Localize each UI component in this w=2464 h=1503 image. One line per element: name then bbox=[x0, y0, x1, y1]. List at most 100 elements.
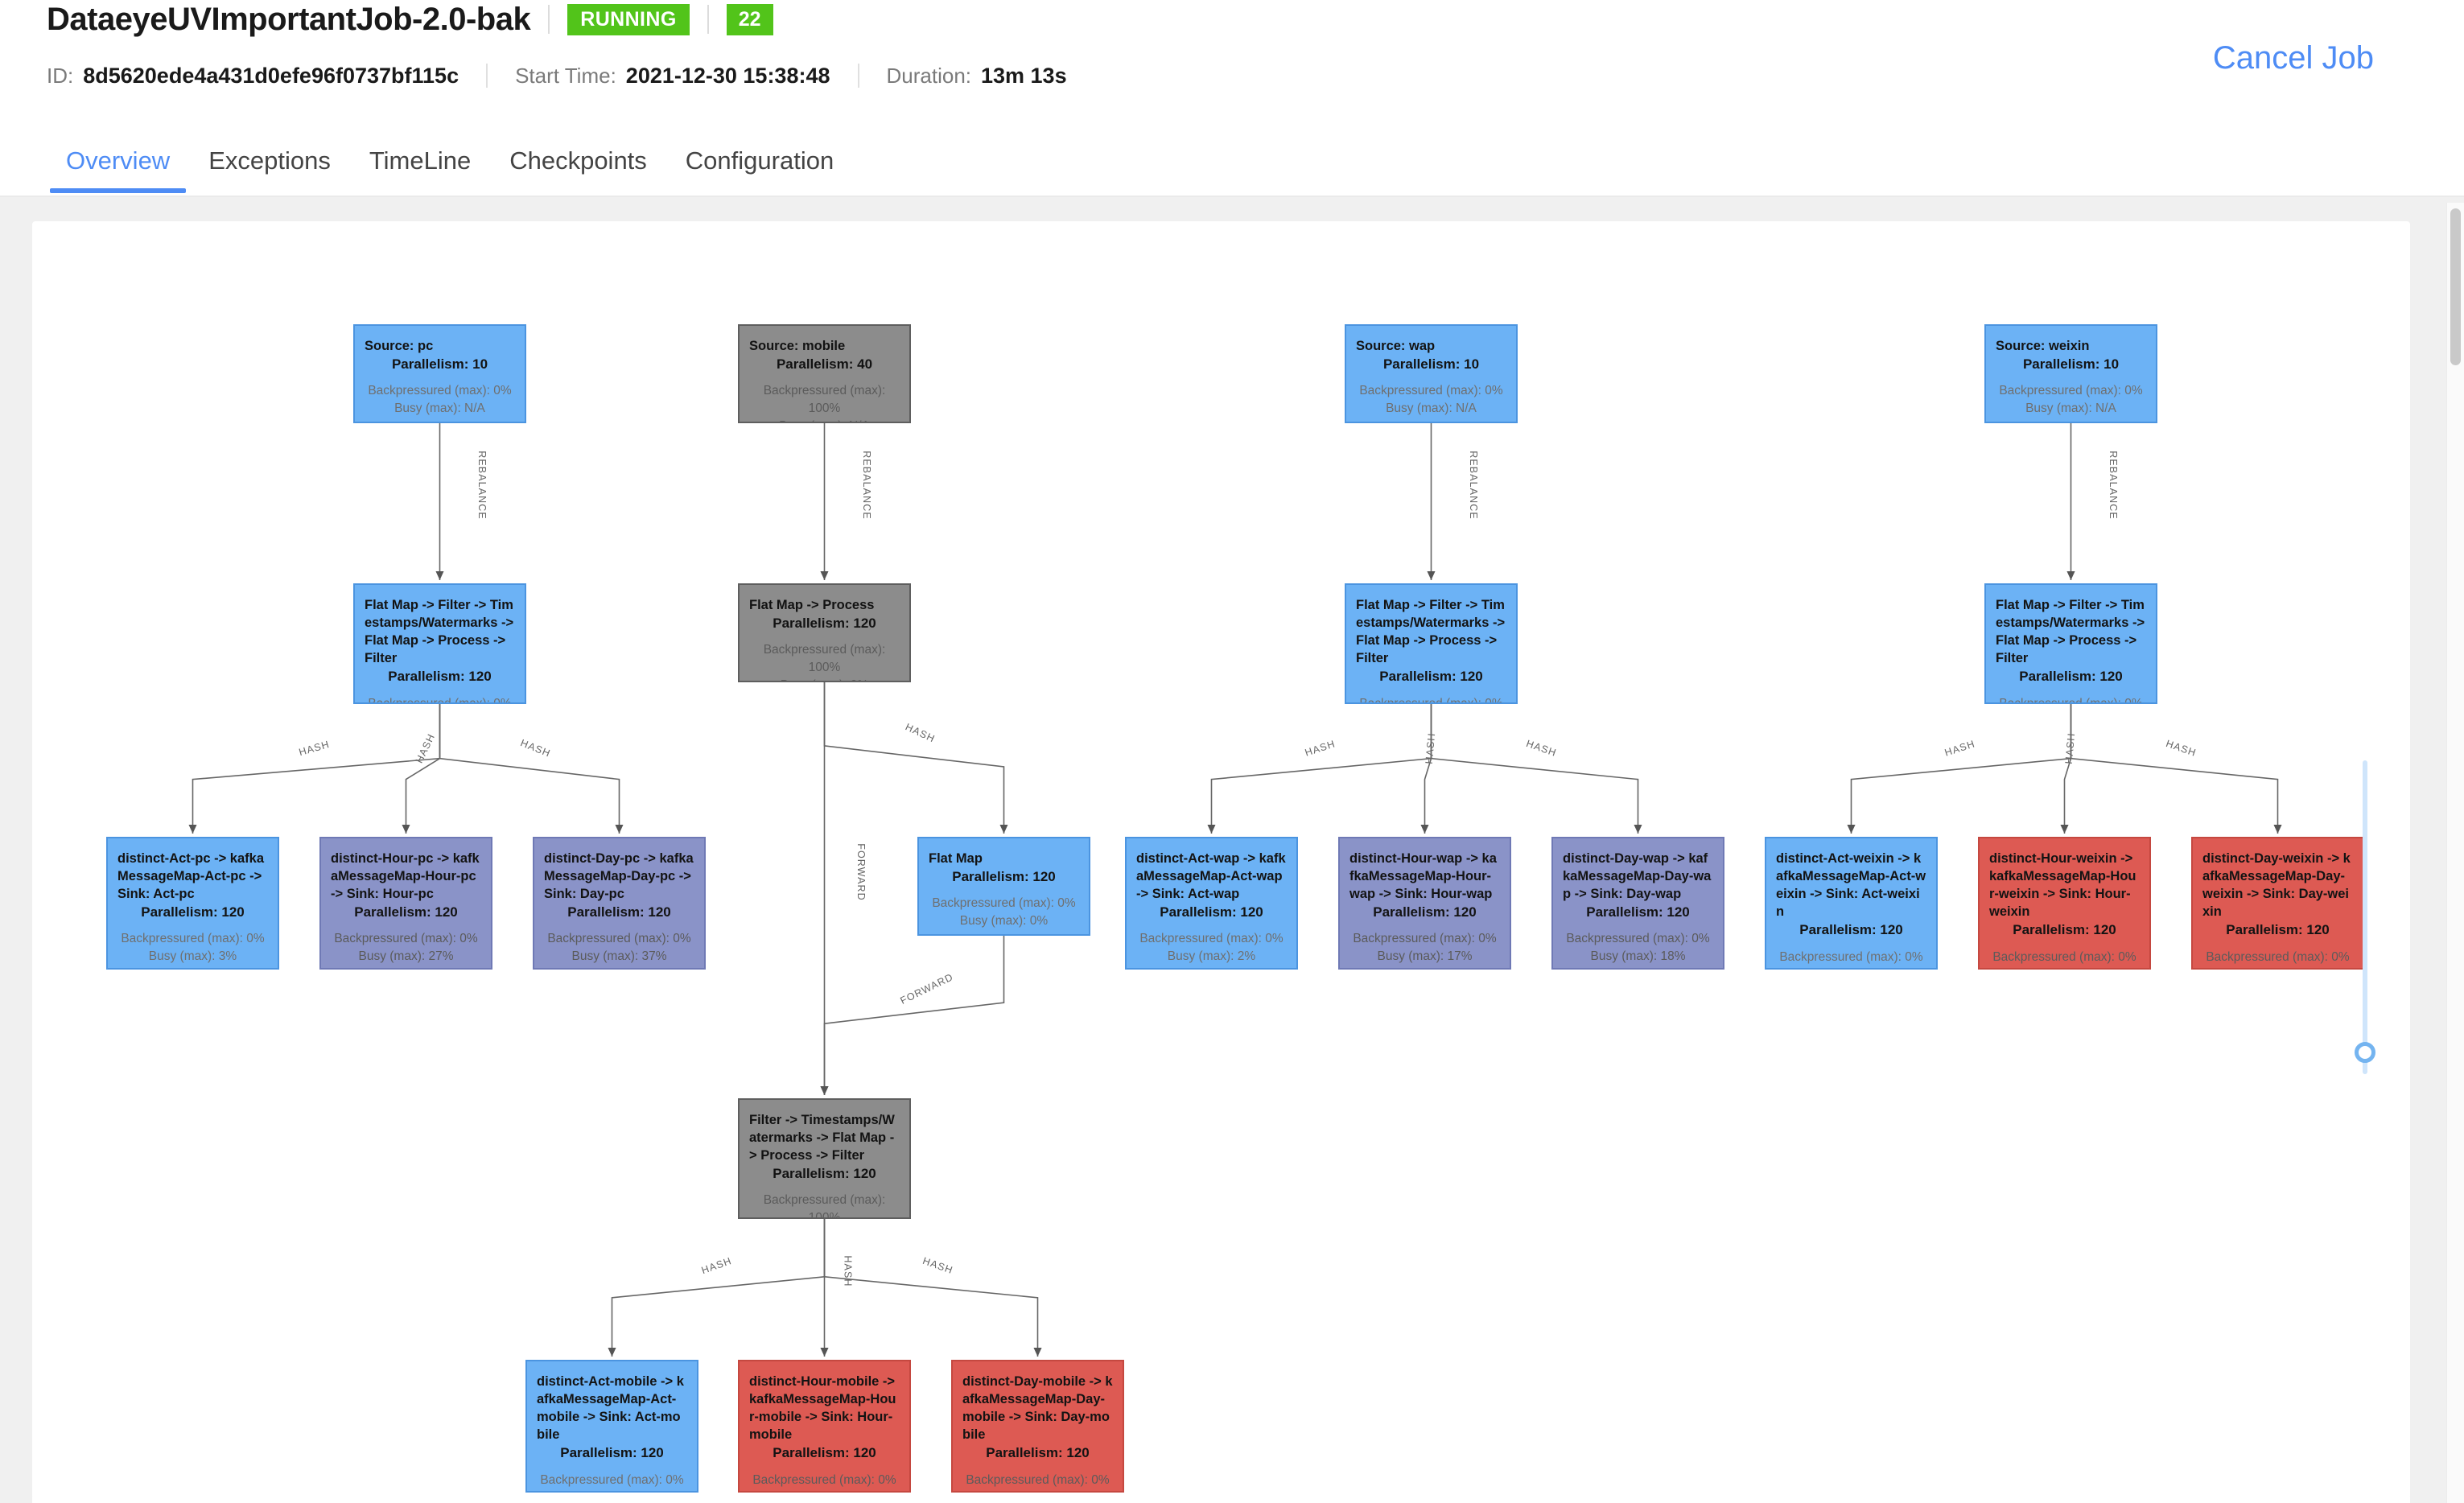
graph-node-sink-act-pc[interactable]: distinct-Act-pc -> kafkaMessageMap-Act-p… bbox=[106, 837, 279, 970]
node-backpressured: Backpressured (max): 0% bbox=[1999, 696, 2143, 704]
graph-edges bbox=[188, 423, 2282, 1357]
graph-node-fm-weixin[interactable]: Flat Map -> Filter -> Timestamps/Waterma… bbox=[1984, 583, 2157, 704]
node-low-watermark: Low Watermark: 1640850595999 bbox=[117, 966, 268, 968]
tab-checkpoints[interactable]: Checkpoints bbox=[509, 146, 647, 175]
node-backpressured: Backpressured (max): 0% bbox=[752, 1472, 896, 1487]
node-backpressured: Backpressured (max): 0% bbox=[966, 1472, 1110, 1487]
job-header: DataeyeUVImportantJob-2.0-bak RUNNING 22… bbox=[0, 0, 2464, 197]
node-backpressured: Backpressured (max): 0% bbox=[368, 696, 512, 704]
node-stats: Backpressured (max): 0%Busy (max): 27%Lo… bbox=[331, 930, 481, 968]
graph-node-fm-wap[interactable]: Flat Map -> Filter -> Timestamps/Waterma… bbox=[1345, 583, 1518, 704]
node-stats: Backpressured (max): 0%Busy (max): 3%Low… bbox=[117, 930, 268, 968]
node-stats: Backpressured (max): 0%Busy (max): 100%L… bbox=[962, 1472, 1113, 1491]
node-name: distinct-Act-pc -> kafkaMessageMap-Act-p… bbox=[117, 851, 264, 902]
graph-node-sink-day-weixin[interactable]: distinct-Day-weixin -> kafkaMessageMap-D… bbox=[2191, 837, 2364, 970]
graph-node-sink-hour-wap[interactable]: distinct-Hour-wap -> kafkaMessageMap-Hou… bbox=[1338, 837, 1511, 970]
node-backpressured: Backpressured (max): 0% bbox=[1999, 384, 2143, 398]
node-busy: Busy (max): 37% bbox=[571, 949, 667, 964]
graph-edge-filter-ts-to-sink-act-mobile bbox=[608, 1219, 826, 1357]
node-parallelism: Parallelism: 120 bbox=[773, 1166, 876, 1182]
node-parallelism: Parallelism: 120 bbox=[1379, 669, 1483, 685]
node-parallelism: Parallelism: 120 bbox=[388, 669, 492, 685]
node-stats: Backpressured (max): 0%Busy (max): 1% bbox=[1356, 695, 1506, 702]
node-busy: Busy (max): N/A bbox=[394, 401, 485, 416]
graph-node-filter-ts[interactable]: Filter -> Timestamps/Watermarks -> Flat … bbox=[738, 1098, 911, 1219]
node-stats: Backpressured (max): 0%Busy (max): N/A bbox=[365, 382, 515, 418]
job-meta-row: ID: 8d5620ede4a431d0efe96f0737bf115c Sta… bbox=[47, 58, 1067, 93]
graph-node-sink-act-wap[interactable]: distinct-Act-wap -> kafkaMessageMap-Act-… bbox=[1125, 837, 1298, 970]
node-busy: Busy (max): 2% bbox=[1776, 966, 1926, 969]
job-id-label: ID: bbox=[47, 63, 74, 88]
header-underline bbox=[0, 196, 2464, 197]
node-name: Flat Map -> Filter -> Timestamps/Waterma… bbox=[1996, 598, 2145, 666]
node-stats: Backpressured (max): 0%Busy (max): 96%Lo… bbox=[1989, 949, 2140, 968]
node-name: Flat Map bbox=[929, 851, 983, 866]
duration-label: Duration: bbox=[886, 63, 972, 88]
canvas-zoom-track[interactable] bbox=[2363, 760, 2367, 1074]
edge-label-rebalance: REBALANCE bbox=[476, 450, 488, 520]
node-low-watermark: Low Watermark: 1640850590999 bbox=[1563, 966, 1713, 968]
graph-node-sink-act-mobile[interactable]: distinct-Act-mobile -> kafkaMessageMap-A… bbox=[525, 1360, 698, 1493]
title-row: DataeyeUVImportantJob-2.0-bak RUNNING 22 bbox=[47, 0, 773, 43]
job-id-value: 8d5620ede4a431d0efe96f0737bf115c bbox=[83, 63, 459, 88]
graph-edge-fm-weixin-to-sink-day-weixin bbox=[2070, 704, 2282, 834]
node-name: distinct-Hour-mobile -> kafkaMessageMap-… bbox=[749, 1374, 896, 1443]
page-scrollbar-track[interactable] bbox=[2446, 203, 2464, 1503]
node-parallelism: Parallelism: 40 bbox=[776, 356, 873, 373]
graph-edge-fm-pc-to-sink-hour-pc bbox=[402, 704, 441, 834]
vertex-count-badge: 22 bbox=[726, 3, 773, 35]
node-parallelism: Parallelism: 10 bbox=[2022, 356, 2120, 373]
duration-value: 13m 13s bbox=[981, 63, 1067, 88]
start-time-value: 2021-12-30 15:38:48 bbox=[625, 63, 830, 88]
node-parallelism: Parallelism: 120 bbox=[952, 869, 1056, 885]
tab-exceptions[interactable]: Exceptions bbox=[208, 146, 331, 175]
graph-edge-filter-ts-to-sink-day-mobile bbox=[823, 1219, 1042, 1357]
node-busy: Busy (max): 99% bbox=[2202, 966, 2353, 969]
node-stats: Backpressured (max): 100%Busy (max): N/A bbox=[749, 382, 900, 422]
node-busy: Busy (max): 18% bbox=[1590, 949, 1686, 964]
graph-node-sink-hour-pc[interactable]: distinct-Hour-pc -> kafkaMessageMap-Hour… bbox=[319, 837, 492, 970]
node-backpressured: Backpressured (max): 0% bbox=[1359, 384, 1503, 398]
graph-node-fm-pc[interactable]: Flat Map -> Filter -> Timestamps/Waterma… bbox=[353, 583, 526, 704]
node-stats: Backpressured (max): 0%Busy (max): 100%L… bbox=[749, 1472, 900, 1491]
node-name: Flat Map -> Filter -> Timestamps/Waterma… bbox=[365, 598, 514, 666]
node-busy: Busy (max): 0% bbox=[537, 1489, 687, 1492]
graph-node-sink-day-wap[interactable]: distinct-Day-wap -> kafkaMessageMap-Day-… bbox=[1551, 837, 1724, 970]
node-backpressured: Backpressured (max): 0% bbox=[1779, 949, 1923, 964]
node-parallelism: Parallelism: 10 bbox=[391, 356, 488, 373]
node-parallelism: Parallelism: 120 bbox=[773, 1445, 876, 1461]
node-stats: Backpressured (max): 100%Busy (max): 2% bbox=[749, 1192, 900, 1217]
graph-node-sink-hour-weixin[interactable]: distinct-Hour-weixin -> kafkaMessageMap-… bbox=[1978, 837, 2151, 970]
node-parallelism: Parallelism: 120 bbox=[141, 904, 245, 920]
node-name: distinct-Act-wap -> kafkaMessageMap-Act-… bbox=[1136, 851, 1286, 902]
page-scrollbar-thumb[interactable] bbox=[2450, 208, 2461, 365]
canvas-zoom-knob[interactable] bbox=[2355, 1042, 2375, 1063]
graph-edge-fm-weixin-to-sink-hour-weixin bbox=[2060, 704, 2072, 834]
graph-node-sink-hour-mobile[interactable]: distinct-Hour-mobile -> kafkaMessageMap-… bbox=[738, 1360, 911, 1493]
node-name: distinct-Day-wap -> kafkaMessageMap-Day-… bbox=[1563, 851, 1712, 902]
cancel-job-button[interactable]: Cancel Job bbox=[2212, 40, 2374, 76]
node-name: Flat Map -> Process bbox=[749, 598, 875, 612]
node-name: distinct-Act-mobile -> kafkaMessageMap-A… bbox=[537, 1374, 684, 1443]
node-backpressured: Backpressured (max): 100% bbox=[763, 384, 886, 416]
node-backpressured: Backpressured (max): 0% bbox=[1566, 932, 1710, 946]
graph-edge-flatmap-mid-to-filter-ts bbox=[820, 936, 1005, 1095]
graph-node-sink-act-weixin[interactable]: distinct-Act-weixin -> kafkaMessageMap-A… bbox=[1765, 837, 1938, 970]
edge-label-rebalance: REBALANCE bbox=[860, 450, 872, 520]
tab-timeline[interactable]: TimeLine bbox=[369, 146, 472, 175]
edge-label-rebalance: REBALANCE bbox=[1467, 450, 1479, 520]
node-backpressured: Backpressured (max): 0% bbox=[1353, 932, 1497, 946]
graph-node-sink-day-pc[interactable]: distinct-Day-pc -> kafkaMessageMap-Day-p… bbox=[533, 837, 706, 970]
tab-configuration[interactable]: Configuration bbox=[685, 146, 834, 175]
node-parallelism: Parallelism: 120 bbox=[1586, 904, 1690, 920]
graph-node-sink-day-mobile[interactable]: distinct-Day-mobile -> kafkaMessageMap-D… bbox=[951, 1360, 1124, 1493]
tab-overview[interactable]: Overview bbox=[47, 146, 189, 193]
